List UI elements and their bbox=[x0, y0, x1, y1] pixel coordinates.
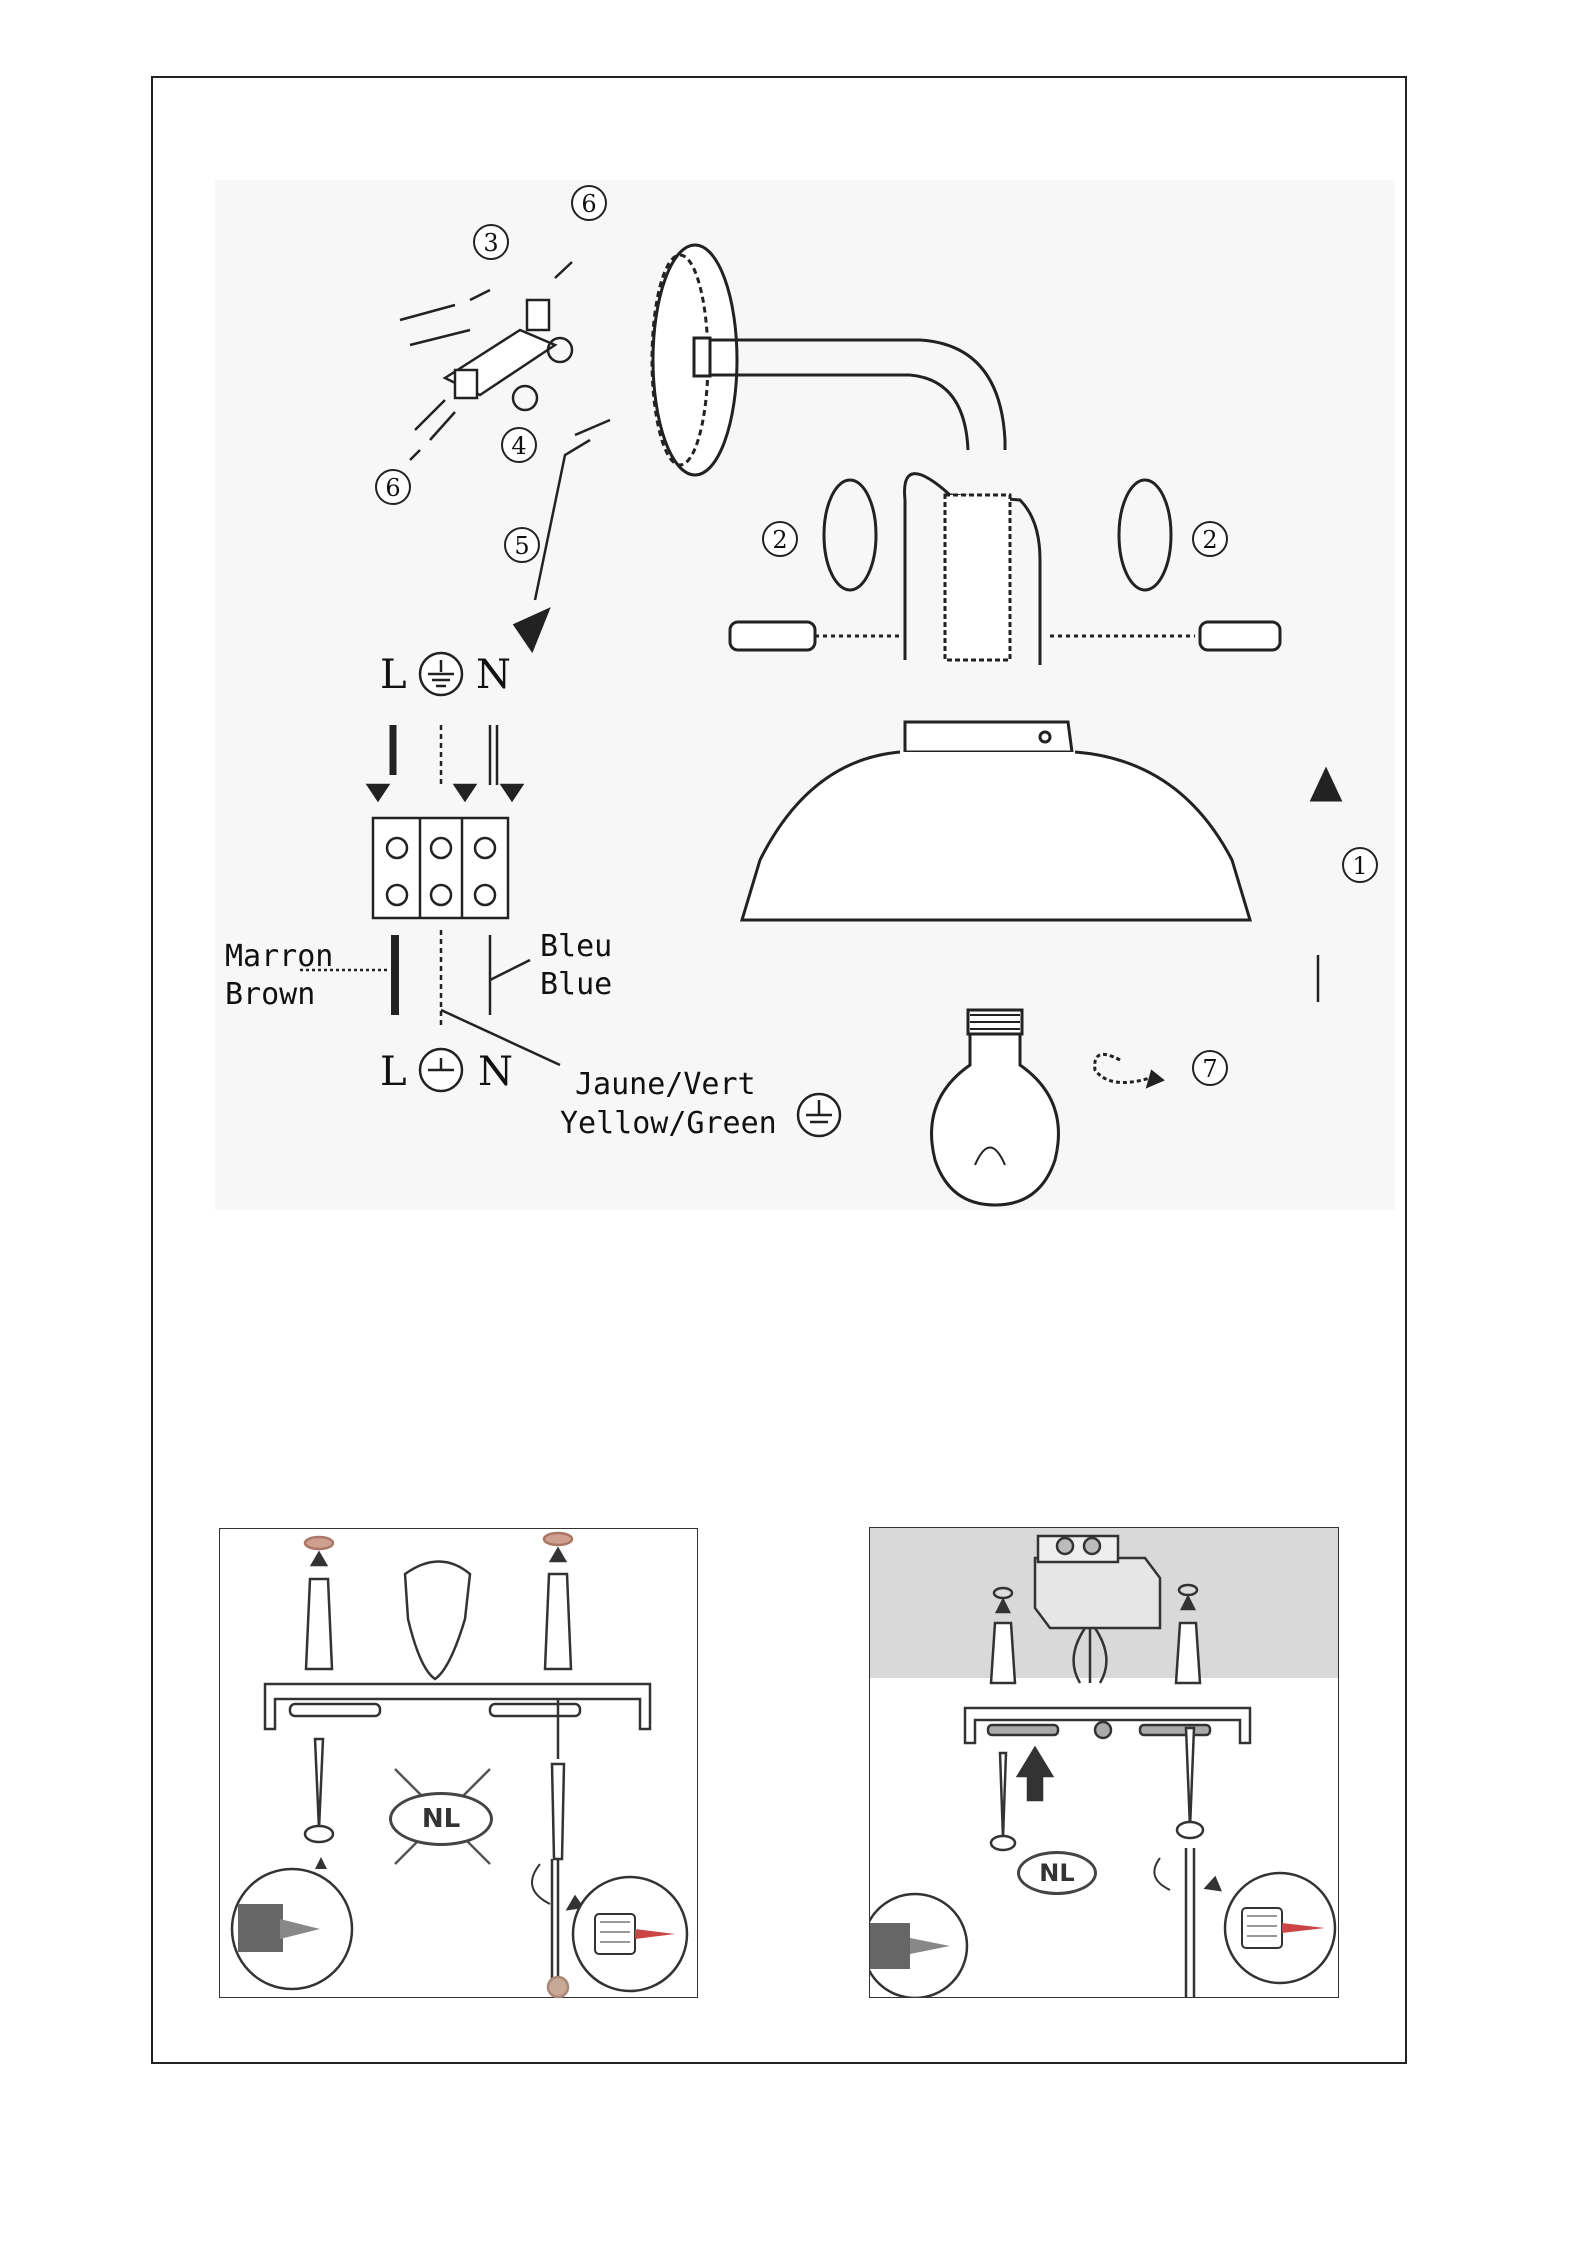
mounting-diagram-right bbox=[870, 1528, 1339, 1998]
lamp-shade bbox=[905, 722, 1072, 752]
wire-label-neutral-top: N bbox=[476, 652, 511, 698]
step-marker-2-right-label: 2 bbox=[1202, 526, 1217, 554]
wire-color-blue-en: Blue bbox=[540, 967, 612, 1002]
wire-color-brown-en: Brown bbox=[225, 977, 315, 1012]
wire-color-blue-fr: Bleu bbox=[540, 929, 612, 964]
step-marker-6-top-label: 6 bbox=[581, 190, 596, 218]
step-marker-3-label: 3 bbox=[483, 229, 498, 257]
drill-bit-icon bbox=[232, 1857, 352, 1989]
step-marker-2-left-label: 2 bbox=[772, 526, 787, 554]
knob-right bbox=[1200, 622, 1280, 650]
rotate-arrow-icon bbox=[1095, 1054, 1150, 1082]
ring-right bbox=[1119, 480, 1171, 590]
nl-badge: NL bbox=[1017, 1851, 1097, 1895]
wire-label-live-bottom: L bbox=[380, 1049, 407, 1095]
wire-label-neutral-bottom: N bbox=[478, 1049, 513, 1095]
step-marker-5-label: 5 bbox=[514, 532, 529, 560]
arrow-to-terminal bbox=[515, 610, 548, 650]
wire-color-yg-en: Yellow/Green bbox=[560, 1106, 777, 1141]
step-marker-7-label: 7 bbox=[1202, 1055, 1217, 1083]
nl-badge-prohibited: NL bbox=[389, 1792, 493, 1846]
step-marker-4-label: 4 bbox=[511, 432, 526, 460]
wire-color-brown-fr: Marron bbox=[225, 939, 333, 974]
terminal-block bbox=[300, 725, 560, 1065]
wire-color-yg-fr: Jaune/Vert bbox=[575, 1067, 756, 1102]
arrow-up bbox=[1018, 1748, 1052, 1800]
junction-box bbox=[1035, 1536, 1160, 1628]
mounting-panel-right: NL bbox=[869, 1527, 1339, 1998]
step-marker-1-label: 1 bbox=[1352, 852, 1367, 880]
screwdriver-icon bbox=[573, 1877, 687, 1991]
mounting-diagram-left bbox=[220, 1529, 699, 1999]
step-marker-6-bottom-label: 6 bbox=[385, 474, 400, 502]
arrow-up-step-1 bbox=[1312, 770, 1340, 800]
drill-bit-icon bbox=[869, 1894, 967, 1998]
knob-left bbox=[730, 622, 815, 650]
mounting-bracket-small bbox=[400, 262, 572, 460]
ring-left bbox=[824, 480, 876, 590]
lamp-arm bbox=[700, 340, 1005, 450]
cable-to-terminal bbox=[535, 420, 610, 600]
screwdriver-icon bbox=[1225, 1873, 1335, 1983]
mounting-panel-left: NL bbox=[219, 1528, 698, 1998]
assembly-diagram: 6 3 4 6 5 2 2 1 7 L N L N Marron Brown B… bbox=[0, 0, 1587, 1250]
light-bulb bbox=[932, 1030, 1059, 1205]
wire-label-live-top: L bbox=[380, 652, 407, 698]
